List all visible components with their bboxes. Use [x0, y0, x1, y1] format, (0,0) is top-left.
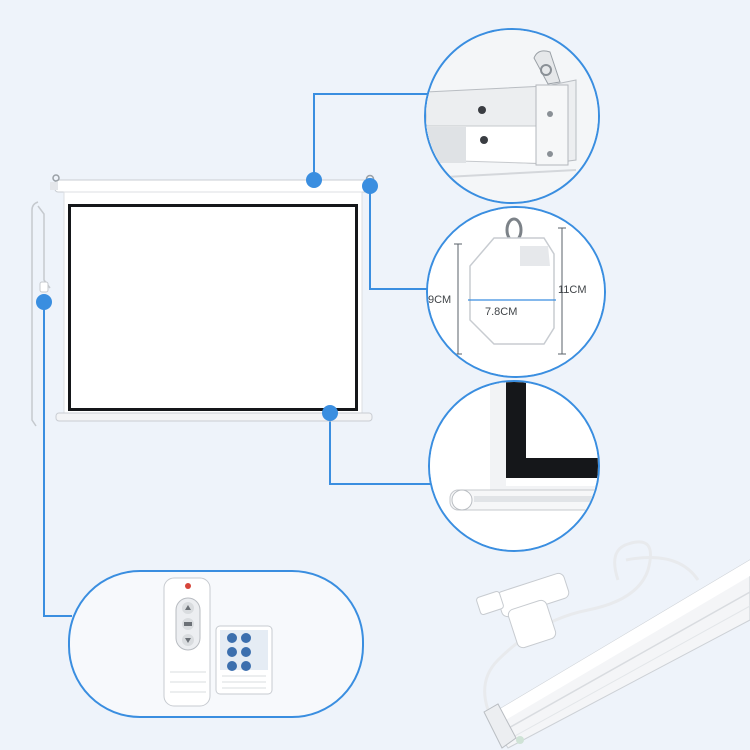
marker-dot-left: [36, 294, 52, 310]
connector-bracket: [369, 186, 432, 290]
detail-circle-case-end: [424, 28, 600, 204]
detail-circle-bracket: [426, 206, 606, 378]
screen-case-product-photo: [476, 540, 750, 749]
marker-dot-bottom: [322, 405, 338, 421]
connector-top: [313, 93, 430, 180]
dimension-left-label: 9CM: [428, 294, 452, 306]
remote-control-illustration: [163, 577, 273, 707]
detail-circle-screen-corner: [428, 380, 600, 552]
remote-control-panel: [68, 570, 364, 718]
dimension-right-label: 11CM: [558, 284, 587, 296]
dimension-width-label: 7.8CM: [485, 306, 518, 318]
case-end-illustration: [426, 30, 598, 202]
bracket-illustration: [428, 208, 604, 376]
screen-corner-illustration: [430, 382, 598, 550]
connector-remote: [43, 302, 72, 617]
connector-bottom: [329, 413, 434, 485]
marker-dot-bracket: [362, 178, 378, 194]
projector-screen: [31, 174, 376, 427]
marker-dot-top: [306, 172, 322, 188]
